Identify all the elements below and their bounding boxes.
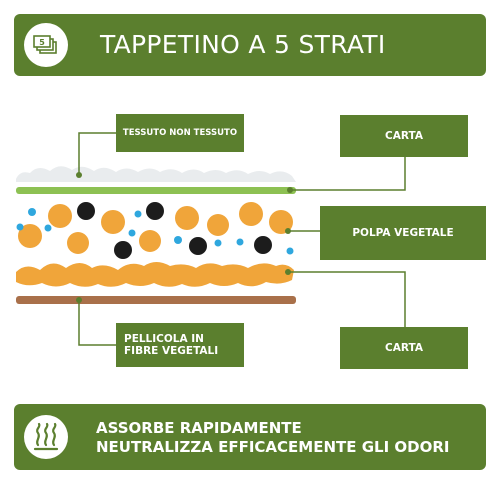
connector-pellicola xyxy=(78,300,116,346)
odor-waves-icon xyxy=(33,422,59,451)
footer-text: ASSORBE RAPIDAMENTE NEUTRALIZZA EFFICACE… xyxy=(96,419,449,457)
label-polpa: POLPA VEGETALE xyxy=(320,206,486,260)
carta-top-layer xyxy=(16,187,296,194)
tessuto-layer xyxy=(16,166,296,182)
carta-bottom-layer xyxy=(16,262,294,287)
label-tessuto: TESSUTO NON TESSUTO xyxy=(116,114,244,152)
label-carta-bottom: CARTA xyxy=(340,327,468,369)
footer-line-2: NEUTRALIZZA EFFICACEMENTE GLI ODORI xyxy=(96,438,450,456)
polpa-layer xyxy=(16,202,294,259)
label-pellicola: PELLICOLA IN FIBRE VEGETALI xyxy=(116,323,244,367)
header-badge: 5 xyxy=(24,23,68,67)
header-banner: 5 TAPPETINO A 5 STRATI xyxy=(14,14,486,76)
footer-line-1: ASSORBE RAPIDAMENTE xyxy=(96,419,302,437)
footer-badge xyxy=(24,415,68,459)
svg-text:5: 5 xyxy=(39,38,45,47)
pellicola-layer xyxy=(16,296,296,304)
label-carta-top: CARTA xyxy=(340,115,468,157)
footer-banner: ASSORBE RAPIDAMENTE NEUTRALIZZA EFFICACE… xyxy=(14,404,486,470)
page-title: TAPPETINO A 5 STRATI xyxy=(100,30,386,59)
connector-carta-bottom xyxy=(288,271,406,327)
connector-tessuto xyxy=(78,132,116,175)
connector-carta-top xyxy=(290,157,406,191)
layers-icon: 5 xyxy=(33,35,57,54)
